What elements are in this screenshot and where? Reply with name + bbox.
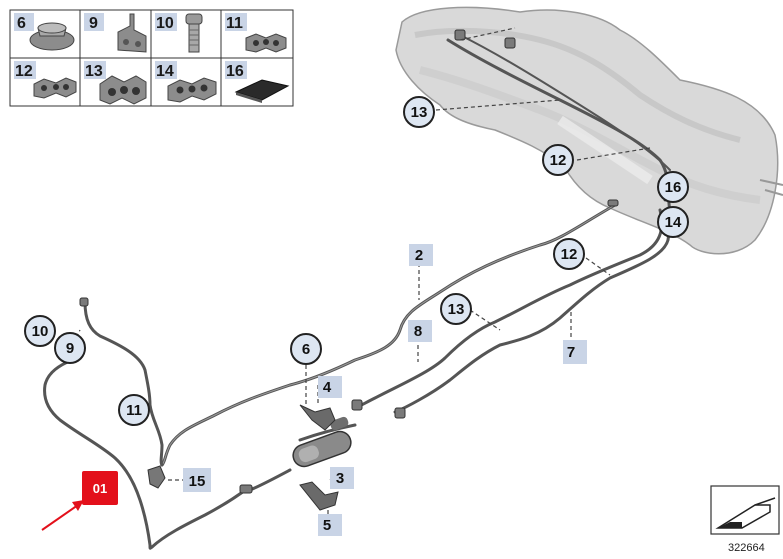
- tag-15: 15: [183, 468, 211, 492]
- parts-cell-11: 11: [225, 13, 287, 53]
- clip-icon: [245, 33, 287, 53]
- clip-icon: [99, 75, 147, 105]
- bracket-icon: [117, 13, 147, 53]
- callout-label: 11: [126, 402, 142, 419]
- callout-label: 10: [32, 323, 49, 340]
- parts-cell-14: 14: [155, 61, 217, 103]
- parts-cell-16: 16: [225, 61, 290, 103]
- clip-icon: [33, 77, 77, 99]
- callout-label: 13: [448, 301, 465, 318]
- line-connectors: [79, 29, 619, 494]
- parts-cell-10: 10: [155, 13, 203, 53]
- reference-box: 322664: [710, 485, 780, 554]
- tag-5: 5: [318, 514, 342, 536]
- pad-icon: [234, 79, 290, 103]
- callout-11: 11: [118, 394, 150, 426]
- tag-label: 4: [323, 379, 332, 396]
- tag-8: 8: [408, 320, 432, 342]
- badge-label: 01: [93, 481, 107, 496]
- callout-label: 12: [550, 152, 567, 169]
- tag-4: 4: [318, 376, 342, 398]
- parts-cell-6: 6: [14, 13, 75, 51]
- callout-label: 12: [561, 246, 578, 263]
- tag-label: 2: [415, 247, 423, 264]
- callout-6: 6: [290, 333, 322, 365]
- bolt-icon: [185, 13, 203, 53]
- parts-cell-number: 9: [89, 15, 98, 32]
- tag-label: 5: [323, 517, 331, 534]
- tags: 2 8 7 4 3 5 15: [183, 244, 587, 536]
- callout-12-mid: 12: [553, 238, 585, 270]
- tag-label: 8: [414, 323, 422, 340]
- parts-cell-number: 6: [17, 15, 26, 32]
- tag-label: 3: [336, 470, 344, 487]
- callout-12-top: 12: [542, 144, 574, 176]
- callout-label: 13: [411, 104, 428, 121]
- callout-13-top: 13: [403, 96, 435, 128]
- parts-cell-number: 13: [85, 63, 103, 80]
- parts-cell-number: 11: [226, 15, 243, 32]
- tag-label: 7: [567, 344, 575, 361]
- callout-label: 14: [665, 214, 682, 231]
- nut-icon: [29, 22, 75, 51]
- tag-2: 2: [409, 244, 433, 266]
- parts-cell-number: 14: [156, 63, 174, 80]
- highlight-badge: 01: [41, 471, 118, 531]
- clip-part-15: [147, 465, 166, 489]
- reference-number: 322664: [728, 542, 765, 554]
- parts-cell-number: 16: [226, 63, 244, 80]
- parts-cell-12: 12: [14, 61, 77, 99]
- parts-cell-number: 12: [15, 63, 33, 80]
- parts-cell-number: 10: [156, 15, 174, 32]
- callout-16: 16: [657, 171, 689, 203]
- callout-label: 9: [66, 340, 74, 357]
- callout-13-mid: 13: [440, 293, 472, 325]
- bracket-lower: [299, 481, 339, 511]
- parts-cell-13: 13: [84, 61, 147, 105]
- direction-arrow-icon: [715, 497, 776, 529]
- red-arrow-icon: [41, 500, 84, 531]
- parts-table: 6 9 10: [9, 9, 294, 107]
- bracket-upper: [299, 404, 336, 431]
- callouts: 13 12 16 14 12 13 10 9: [24, 96, 689, 426]
- fuel-filter: [292, 416, 352, 468]
- callout-10: 10: [24, 315, 56, 347]
- clip-icon: [167, 77, 217, 103]
- callout-14: 14: [657, 206, 689, 238]
- parts-cell-9: 9: [84, 13, 147, 53]
- tag-label: 15: [189, 473, 206, 490]
- callout-label: 16: [665, 179, 682, 196]
- tag-7: 7: [563, 340, 587, 364]
- callout-label: 6: [302, 341, 310, 358]
- tag-3: 3: [330, 467, 354, 489]
- callout-9: 9: [54, 332, 86, 364]
